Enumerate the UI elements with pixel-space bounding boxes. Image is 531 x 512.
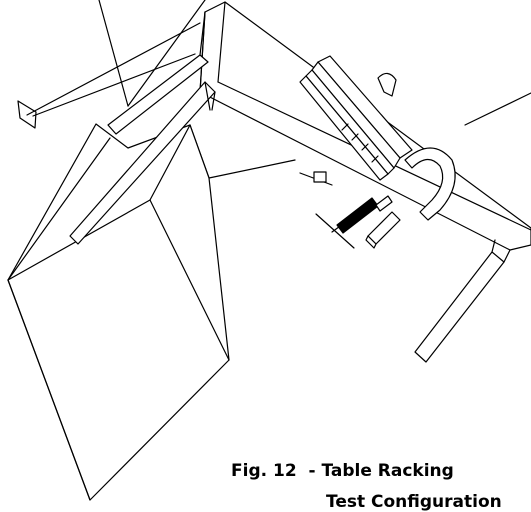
wall-plate <box>17 22 201 129</box>
hook-clamp <box>377 72 456 221</box>
floor-block <box>365 211 401 249</box>
figure-caption-line-1: Fig. 12 - Table Racking <box>231 461 454 481</box>
weight-stack <box>299 55 413 181</box>
actuator <box>299 171 393 249</box>
figure-caption-line-2: Test Configuration <box>326 492 502 512</box>
